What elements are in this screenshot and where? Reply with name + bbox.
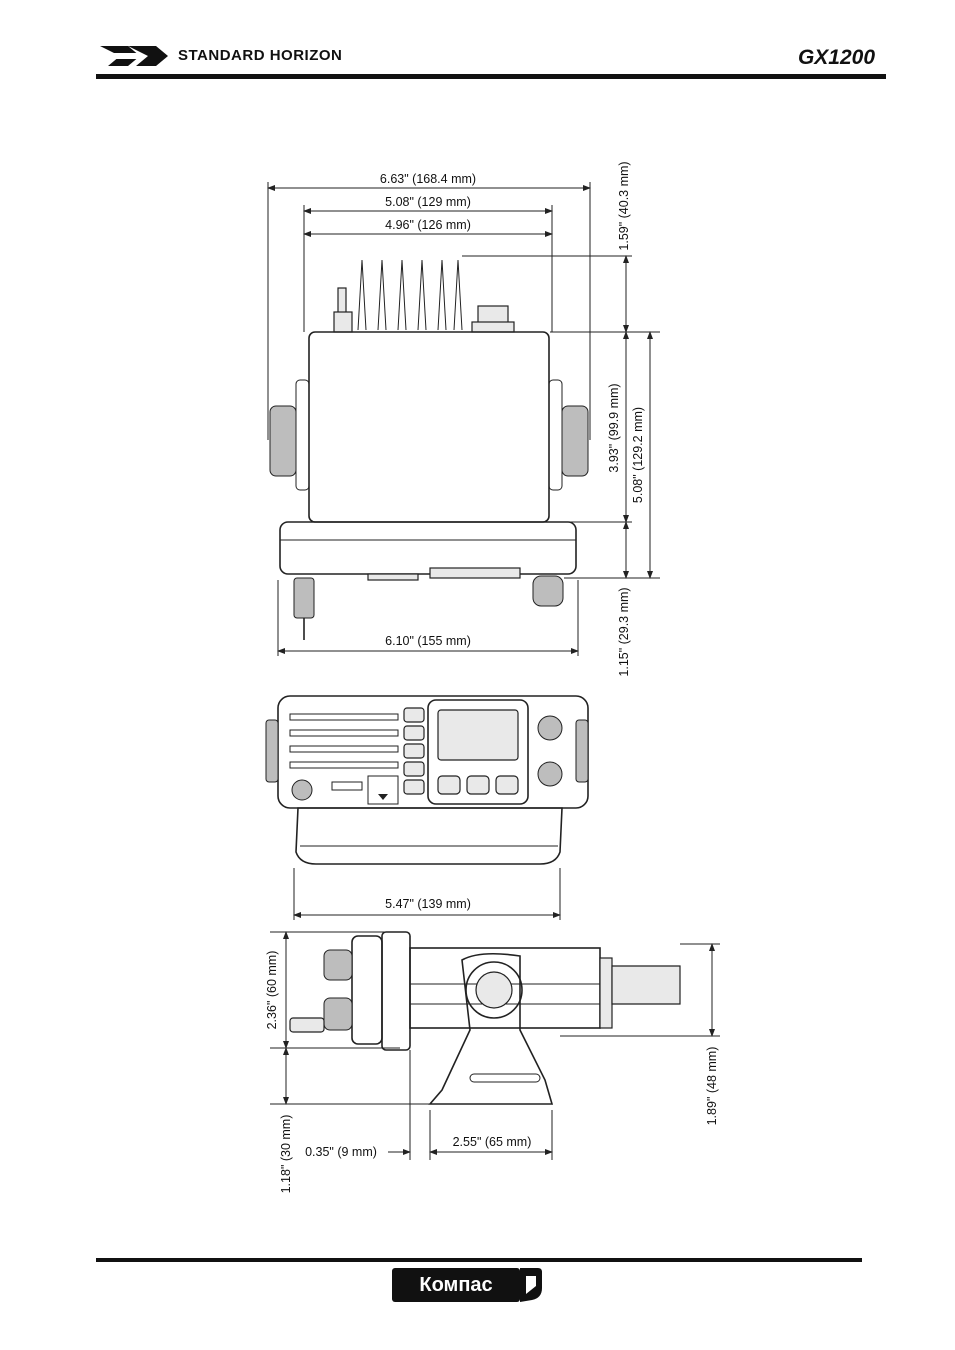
brand-logo-icon: [100, 46, 168, 66]
dim-width-case: 5.08" (129 mm): [385, 195, 471, 209]
dim-width-inner: 4.96" (126 mm): [385, 218, 471, 232]
dim-side-right-height: 1.89" (48 mm): [705, 1047, 719, 1126]
brand-name: STANDARD HORIZON: [178, 47, 343, 64]
dim-depth-total: 5.08" (129.2 mm): [631, 407, 645, 503]
dim-depth-top: 1.59" (40.3 mm): [617, 161, 631, 250]
dim-side-height-lower: 1.18" (30 mm): [279, 1115, 293, 1194]
dim-front-width: 5.47" (139 mm): [385, 897, 471, 911]
model-name: GX1200: [797, 46, 875, 69]
kompas-logo-text: Компас: [419, 1274, 493, 1296]
dim-width-front: 6.10" (155 mm): [385, 634, 471, 648]
footer-rule: [96, 1258, 862, 1262]
dim-depth-front: 1.15" (29.3 mm): [617, 587, 631, 676]
header-rule: [96, 74, 886, 79]
kompas-logo-icon: [392, 1268, 542, 1302]
dim-side-bracket-depth: 2.55" (65 mm): [453, 1135, 532, 1149]
dim-side-offset: 0.35" (9 mm): [305, 1145, 377, 1159]
top-view-drawing: [267, 182, 660, 656]
dim-side-height-upper: 2.36" (60 mm): [265, 951, 279, 1030]
front-view-drawing: [265, 695, 589, 920]
dim-depth-case: 3.93" (99.9 mm): [607, 383, 621, 472]
dimension-drawings: 6.63" (168.4 mm) 5.08" (129 mm) 4.96" (1…: [265, 161, 720, 1194]
dim-width-overall: 6.63" (168.4 mm): [380, 172, 476, 186]
side-view-drawing: [270, 931, 720, 1160]
